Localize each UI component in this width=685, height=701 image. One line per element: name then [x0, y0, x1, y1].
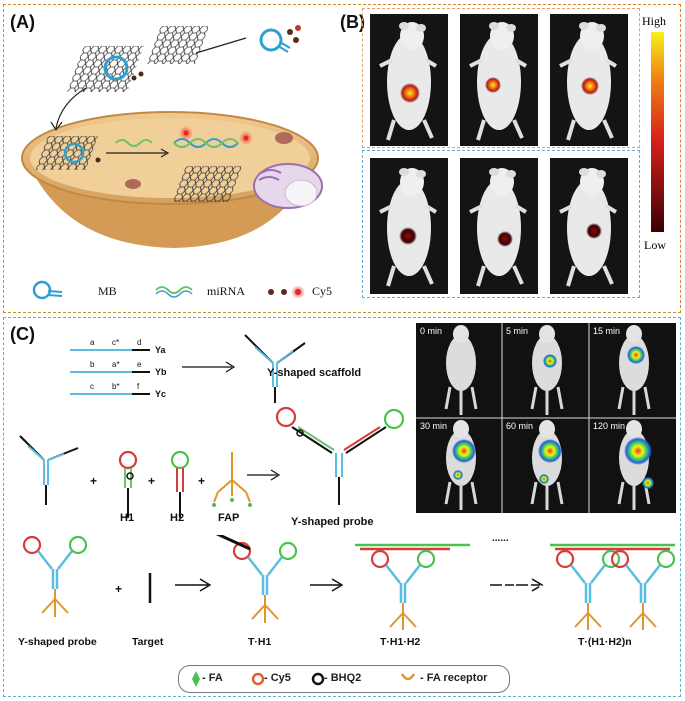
- ya-seg-3: d: [137, 338, 142, 347]
- plus-3: +: [198, 474, 206, 488]
- legend-bhq2: - BHQ2: [324, 672, 362, 684]
- panel-a-illustration: [21, 25, 323, 300]
- plus-1: +: [90, 474, 98, 488]
- symbol-legend: [178, 665, 510, 693]
- ya-label: Ya: [155, 345, 166, 355]
- scaffold-copy: [19, 435, 79, 505]
- y-scaffold: [244, 334, 306, 403]
- legend-fa-receptor: - FA receptor: [420, 672, 488, 684]
- panel-a-frame: [3, 4, 681, 313]
- ya-seg-1: a: [90, 338, 95, 347]
- colorbar: [651, 32, 664, 232]
- yb-label: Yb: [155, 367, 167, 377]
- legend-cy5: - Cy5: [264, 672, 291, 684]
- ya-seg-2: c*: [112, 338, 120, 347]
- imaging-mice: [416, 323, 676, 513]
- h2-hairpin: [170, 450, 190, 518]
- mouse-image-6: [550, 158, 628, 294]
- y-scaffold-label: Y-shaped scaffold: [267, 367, 362, 379]
- panel-c-frame: [3, 317, 681, 697]
- mouse-image-3: [550, 14, 628, 146]
- h1-hairpin: [118, 450, 138, 518]
- arrow-to-scaffold: [182, 361, 236, 373]
- panel-b-frame-top: [362, 8, 640, 148]
- three-strands: [70, 349, 150, 395]
- yc-seg-3: f: [137, 382, 140, 391]
- mouse-image-4: [370, 158, 448, 294]
- yc-label: Yc: [155, 389, 167, 399]
- time-label-15: 15 min: [593, 326, 621, 336]
- plus-2: +: [148, 474, 156, 488]
- time-label-30: 30 min: [420, 421, 448, 431]
- plus-target: +: [115, 582, 123, 596]
- arrow-to-probe: [247, 469, 281, 481]
- h1-label: H1: [120, 512, 135, 524]
- y-probe-label: Y-shaped probe: [291, 516, 374, 528]
- repeat-dots: ......: [492, 533, 509, 544]
- yb-seg-1: b: [90, 360, 95, 369]
- th1-label: T·H1: [248, 636, 272, 648]
- time-label-0: 0 min: [420, 326, 443, 336]
- yc-seg-2: b*: [112, 382, 120, 391]
- colorbar-high-label: High: [642, 14, 666, 28]
- yc-seg-1: c: [90, 382, 94, 391]
- th1h2-label: T·H1·H2: [380, 636, 421, 648]
- legend-cy5-label: Cy5: [312, 284, 333, 298]
- fap-label: FAP: [218, 512, 240, 524]
- panel-b-images: [370, 14, 628, 294]
- h2-label: H2: [170, 512, 185, 524]
- legend-symbols: [192, 671, 416, 687]
- yb-seg-3: e: [137, 360, 142, 369]
- panel-b-label: (B): [340, 12, 365, 32]
- legend-mirna-label: miRNA: [207, 284, 246, 298]
- mb-hairpin: [259, 28, 283, 52]
- mouse-image-5: [460, 158, 538, 294]
- panel-b-frame-bottom: [362, 150, 640, 298]
- mouse-image-2: [460, 14, 538, 146]
- time-label-120: 120 min: [593, 421, 626, 431]
- mouse-image-1: [370, 14, 448, 146]
- cell: [253, 163, 323, 209]
- time-label-5: 5 min: [506, 326, 529, 336]
- panel-a-label: (A): [10, 12, 35, 32]
- yb-seg-2: a*: [112, 360, 120, 369]
- target-label: Target: [132, 636, 164, 648]
- colorbar-low-label: Low: [644, 238, 666, 252]
- y-probe: [275, 406, 405, 505]
- mitochondrion: [275, 132, 293, 144]
- reaction-probe-label: Y-shaped probe: [18, 636, 97, 648]
- panel-c-label: (C): [10, 324, 35, 344]
- time-label-60: 60 min: [506, 421, 534, 431]
- legend-fa: - FA: [202, 672, 223, 684]
- reaction-scheme: [22, 535, 676, 630]
- fap-molecule: [212, 452, 252, 507]
- legend-mb-label: MB: [98, 284, 117, 298]
- graphene-sheet-top: [147, 26, 209, 64]
- tn-label: T·(H1·H2)n: [578, 636, 632, 648]
